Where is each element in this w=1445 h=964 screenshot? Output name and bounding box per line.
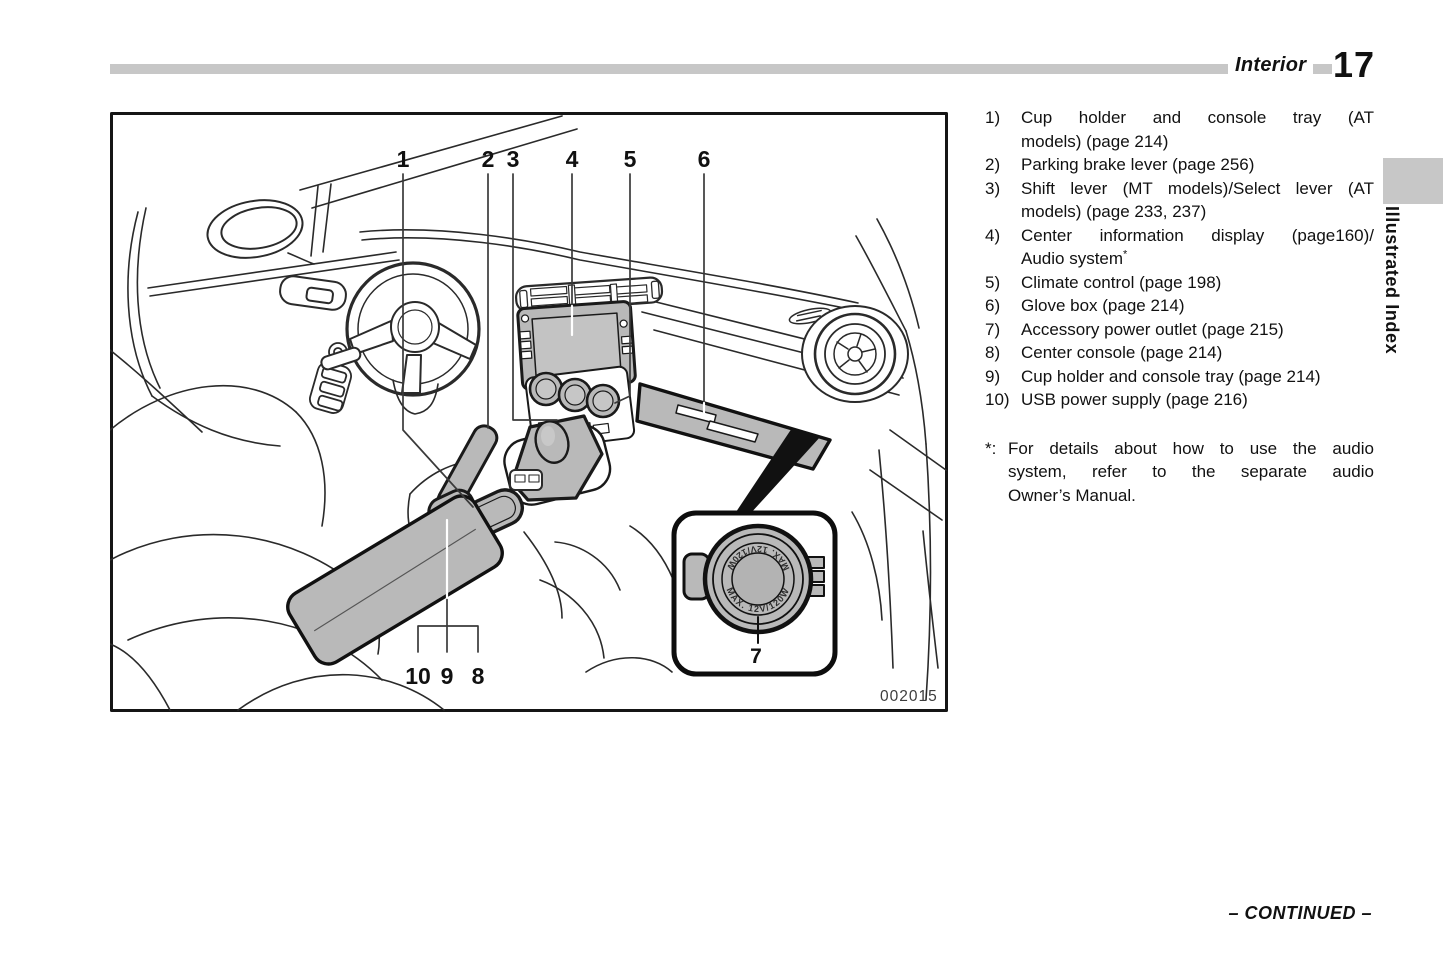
center-console-lid	[286, 494, 504, 666]
legend-item-number: 9)	[985, 366, 1001, 386]
index-tab-label: Illustrated Index	[1382, 206, 1402, 355]
section-label: Interior	[1228, 54, 1314, 77]
figure-code: 002015	[880, 688, 938, 705]
callout-lines-knockout	[445, 304, 706, 600]
legend-item: 6) Glove box (page 214)	[985, 294, 1374, 318]
door-handle	[279, 275, 347, 311]
inset-pointer	[736, 428, 821, 514]
legend-item-text: Cup holder and console tray (AT	[1021, 108, 1374, 127]
callout-6: 6	[698, 146, 711, 172]
outlet-cap	[702, 523, 814, 635]
index-tab-marker	[1383, 158, 1443, 204]
legend-item-text: Shift lever (MT models)/Select lever (AT	[1021, 178, 1374, 198]
legend-item-text: USB power supply (page 216)	[1021, 390, 1248, 409]
legend-item: 5) Climate control (page 198)	[985, 271, 1374, 295]
footnote-text: For details about how to use the audio	[1008, 438, 1374, 458]
callout-8: 8	[472, 663, 485, 689]
footnote-asterisk: *	[1123, 248, 1128, 261]
legend-item-text: Center information display (page160)/	[1021, 225, 1374, 245]
page-number: 17	[1333, 44, 1376, 85]
legend-item-text: Glove box (page 214)	[1021, 296, 1185, 315]
cabin-line-art	[110, 115, 947, 711]
legend-list: 1) Cup holder and console tray (AT models)…	[985, 106, 1374, 507]
callout-9: 9	[441, 663, 454, 689]
legend-item: 3) Shift lever (MT models)/Select lever (…	[985, 177, 1374, 224]
legend-item-text: models) (page 214)	[1021, 131, 1169, 151]
legend-item-text: Parking brake lever (page 256)	[1021, 155, 1255, 174]
footnote: *: For details about how to use the audio…	[985, 437, 1374, 508]
legend-item-text: Climate control (page 198)	[1021, 272, 1222, 292]
legend-item: 7) Accessory power outlet (page 215)	[985, 318, 1374, 342]
legend-item-number: 1)	[985, 108, 1001, 127]
legend-item-text: Center console (page 214)	[1021, 343, 1223, 362]
legend-item-text: models) (page 233, 237)	[1021, 202, 1207, 221]
footnote-text: Owner’s Manual.	[1008, 485, 1136, 505]
turn-signal-lever	[320, 346, 362, 371]
legend-item-number: 10)	[985, 390, 1010, 409]
side-air-vent	[801, 305, 909, 403]
legend-item: 8) Center console (page 214)	[985, 341, 1374, 365]
legend-item-number: 2)	[985, 155, 1001, 174]
legend-item: 10) USB power supply (page 216)	[985, 388, 1374, 412]
side-mirror	[206, 199, 304, 259]
figure-frame	[110, 112, 948, 712]
header-rule	[110, 64, 1332, 74]
callout-10: 10	[405, 663, 431, 689]
legend-item-number: 4)	[985, 225, 1001, 245]
continued-label: – CONTINUED –	[1228, 903, 1372, 923]
legend-item-number: 8)	[985, 343, 1001, 362]
legend-item-text: Audio system*	[1021, 248, 1128, 268]
callout-2: 2	[482, 146, 495, 172]
callout-1: 1	[397, 146, 410, 172]
callout-4: 4	[566, 146, 579, 172]
legend-item-text: Cup holder and console tray (page 214)	[1021, 366, 1321, 386]
legend-item-number: 5)	[985, 272, 1001, 292]
legend-item: 4) Center information display (page160)/ A…	[985, 224, 1374, 271]
callout-7: 7	[750, 645, 762, 668]
legend-item: 2) Parking brake lever (page 256)	[985, 153, 1374, 177]
callout-lines	[402, 173, 705, 653]
legend-item: 1) Cup holder and console tray (AT models)…	[985, 106, 1374, 153]
interior-illustration: 1 2 3 4 5 6 10 9 8	[110, 112, 948, 712]
legend-item-number: 6)	[985, 296, 1001, 315]
footnote-marker: *:	[985, 438, 997, 458]
console-switches	[509, 469, 543, 491]
callout-numbers: 1 2 3 4 5 6 10 9 8	[397, 146, 711, 689]
power-outlet-inset: MAX. 12V/120W MAX. 12V/120W 7	[671, 510, 838, 677]
legend-item: 9) Cup holder and console tray (page 214)	[985, 365, 1374, 389]
footnote-text: system, refer to the separate audio	[1008, 462, 1374, 481]
legend-item-number: 3)	[985, 178, 1001, 198]
callout-5: 5	[624, 146, 637, 172]
legend-item-text: Accessory power outlet (page 215)	[1021, 319, 1284, 339]
callout-3: 3	[507, 146, 520, 172]
legend-item-number: 7)	[985, 319, 1001, 339]
